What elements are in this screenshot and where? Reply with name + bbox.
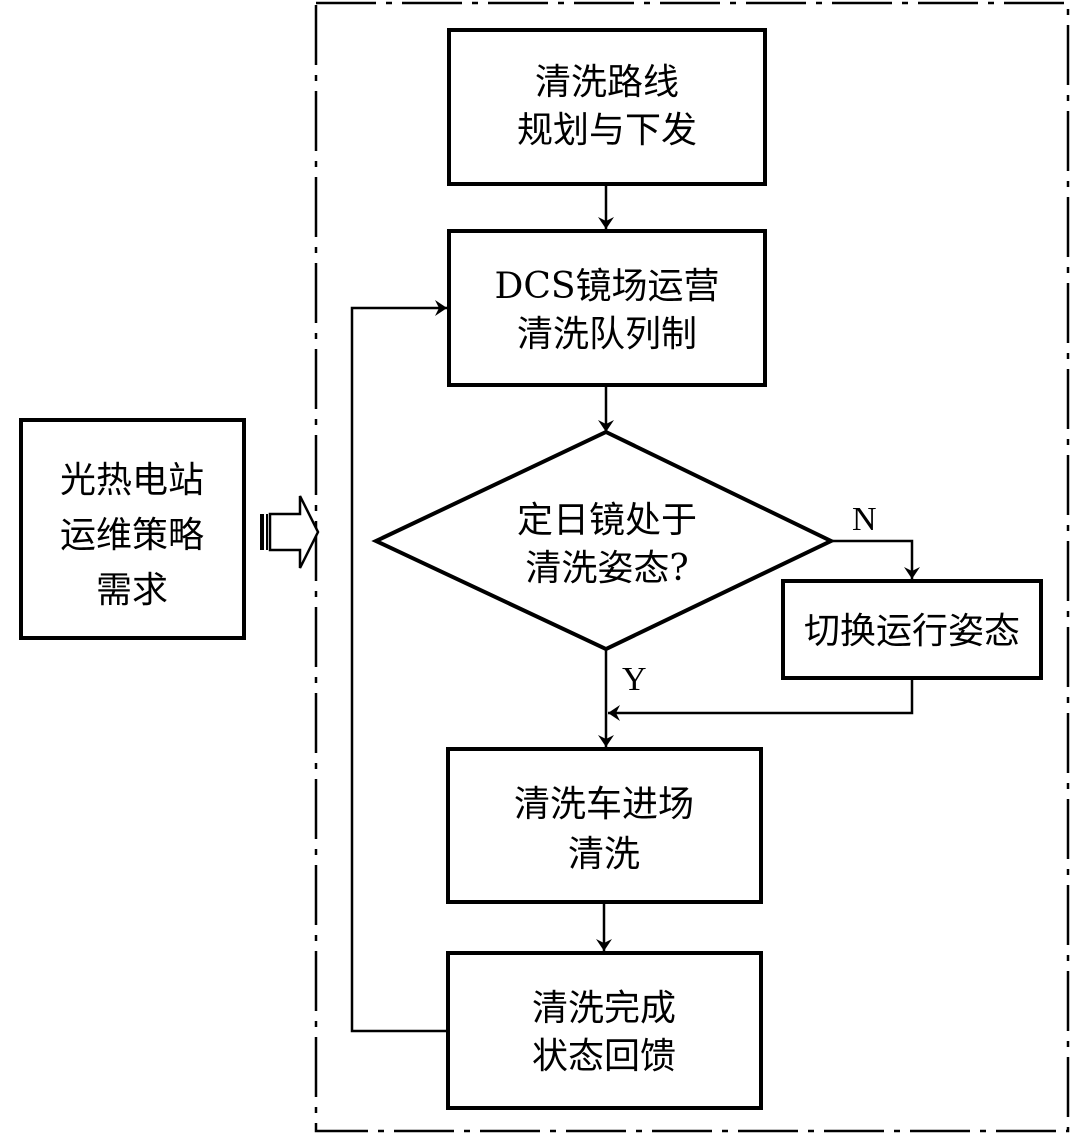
input-requirement-box — [19, 418, 246, 640]
route-planning-line-1: 清洗路线 — [535, 62, 679, 103]
vehicle-clean-line-2: 清洗 — [568, 834, 640, 875]
arrow-switch-to-merge — [608, 678, 914, 721]
hollow-input-arrow — [260, 495, 320, 569]
switch-posture-label: 切换运行姿态 — [804, 611, 1020, 652]
arrow-decision-no — [831, 539, 920, 579]
feedback-line-1: 清洗完成 — [532, 988, 676, 1029]
decision-line-2: 清洗姿态? — [525, 548, 688, 589]
vehicle-clean-box — [446, 747, 763, 904]
input-requirement-line-1: 光热电站 — [60, 460, 204, 501]
route-planning-box — [447, 28, 767, 186]
edge-label-no: N — [852, 501, 877, 538]
input-requirement-line-3: 需求 — [96, 570, 168, 611]
system-boundary-frame — [314, 1, 1070, 1133]
route-planning-line-2: 规划与下发 — [517, 110, 697, 151]
dcs-queue-line-1: DCS镜场运营 — [494, 266, 719, 307]
feedback-box — [446, 951, 763, 1110]
edge-label-yes: Y — [622, 661, 647, 698]
arrow-feedback-loop-to-queue — [350, 300, 448, 1033]
decision-line-1: 定日镜处于 — [517, 500, 697, 541]
feedback-line-2: 状态回馈 — [532, 1036, 676, 1077]
dcs-queue-line-2: 清洗队列制 — [517, 314, 697, 355]
vehicle-clean-line-1: 清洗车进场 — [514, 784, 694, 825]
dcs-queue-box — [447, 229, 767, 387]
input-requirement-line-2: 运维策略 — [60, 515, 204, 556]
